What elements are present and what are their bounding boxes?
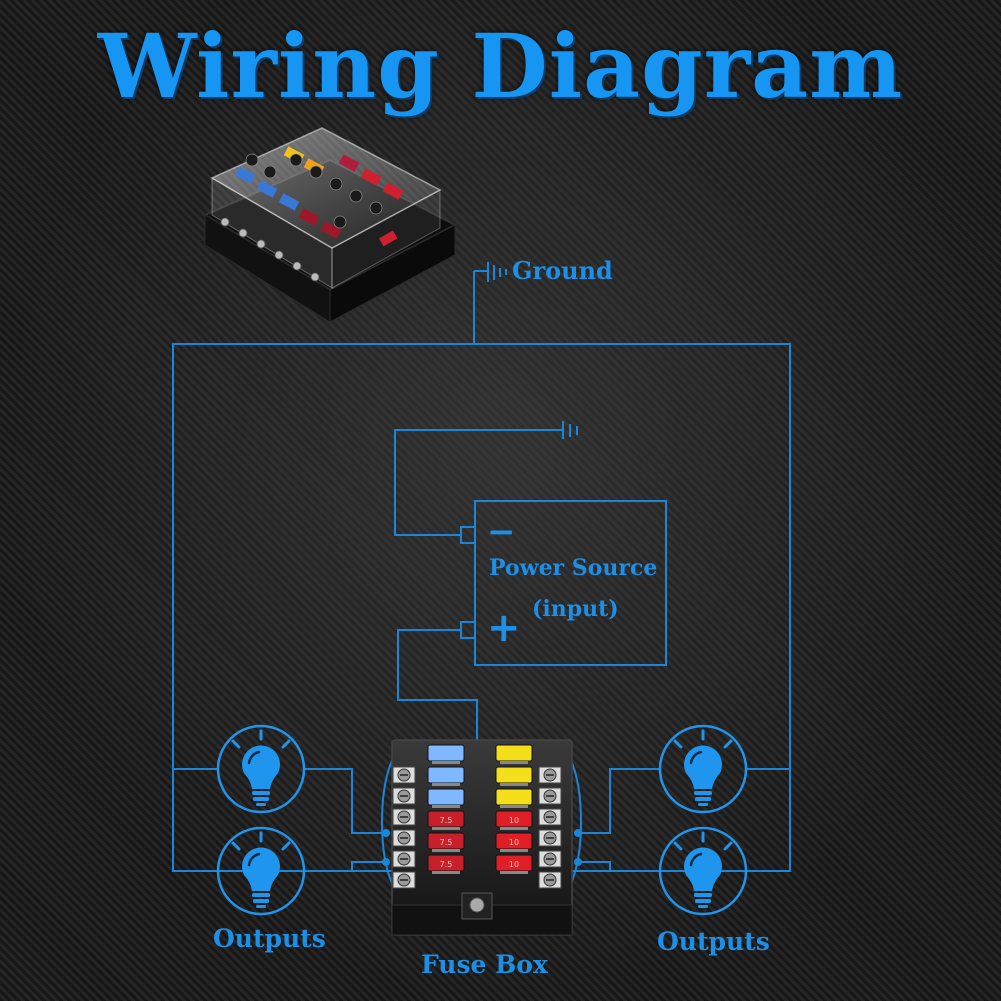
fuse-box-label: Fuse Box (421, 950, 548, 979)
power-source-input-label: (input) (532, 596, 619, 622)
bulb-icon-left-top (216, 724, 306, 814)
terminal-screw-left-5 (392, 850, 416, 868)
terminal-screw-right-5 (538, 850, 562, 868)
terminal-screw-right-2 (538, 787, 562, 805)
output-bulbs (216, 724, 748, 916)
fuse-rating-right-6: 10 (509, 860, 519, 869)
product-terminals (220, 217, 320, 282)
fuse-right-5: 10 (495, 832, 533, 852)
fuse-right-2 (495, 766, 533, 786)
terminal-screw-right-6 (538, 871, 562, 889)
terminal-screw-left-3 (392, 808, 416, 826)
fuse-right-3 (495, 788, 533, 808)
fuse-left-2 (427, 766, 465, 786)
plus-terminal (460, 621, 476, 639)
terminal-screw-right-3 (538, 808, 562, 826)
terminal-screw-left-2 (392, 787, 416, 805)
wire-right-top-out (578, 768, 660, 834)
bulb-icon-right-bottom (658, 826, 748, 916)
fuse-left-3 (427, 788, 465, 808)
fuse-right-6: 10 (495, 854, 533, 874)
outputs-right-label: Outputs (657, 927, 770, 956)
fuse-left-5: 7.5 (427, 832, 465, 852)
fuse-right-1 (495, 744, 533, 764)
fuse-left-1 (427, 744, 465, 764)
fuse-rating-left-5: 7.5 (440, 838, 453, 847)
fuse-right-4: 10 (495, 810, 533, 830)
bulb-icon-right-top (658, 724, 748, 814)
bulb-icon-left-bottom (216, 826, 306, 916)
minus-symbol: − (487, 512, 516, 552)
terminal-screw-left-1 (392, 766, 416, 784)
power-source-label: Power Source (489, 555, 658, 581)
fuse-box-terminals (392, 766, 562, 889)
fuse-rating-right-4: 10 (509, 816, 519, 825)
outputs-left-label: Outputs (213, 924, 326, 953)
fuse-box-product-photo (202, 127, 458, 323)
fuse-rating-left-4: 7.5 (440, 816, 453, 825)
wire-minus (394, 429, 563, 536)
power-source-box (474, 500, 667, 666)
fuse-slots: 7.5 7.5 7.5 10 10 10 (427, 744, 533, 874)
ground-label: Ground (512, 256, 613, 285)
plus-symbol: + (487, 605, 521, 651)
fuse-left-6: 7.5 (427, 854, 465, 874)
fuse-rating-right-5: 10 (509, 838, 519, 847)
terminal-screw-left-4 (392, 829, 416, 847)
product-icon-chips (245, 153, 383, 229)
wire-left-top-out (304, 768, 386, 834)
fuse-box-power-stud (469, 897, 485, 913)
wire-left-bottom-out (304, 861, 386, 872)
terminal-screw-right-1 (538, 766, 562, 784)
page-title: Wiring Diagram (97, 14, 904, 118)
terminal-screw-right-4 (538, 829, 562, 847)
fuse-rating-left-6: 7.5 (440, 860, 453, 869)
fuse-box: 7.5 7.5 7.5 10 10 10 (391, 739, 573, 936)
fuse-left-4: 7.5 (427, 810, 465, 830)
minus-terminal (460, 526, 476, 544)
terminal-screw-left-6 (392, 871, 416, 889)
wire-right-bottom-out (578, 861, 660, 872)
